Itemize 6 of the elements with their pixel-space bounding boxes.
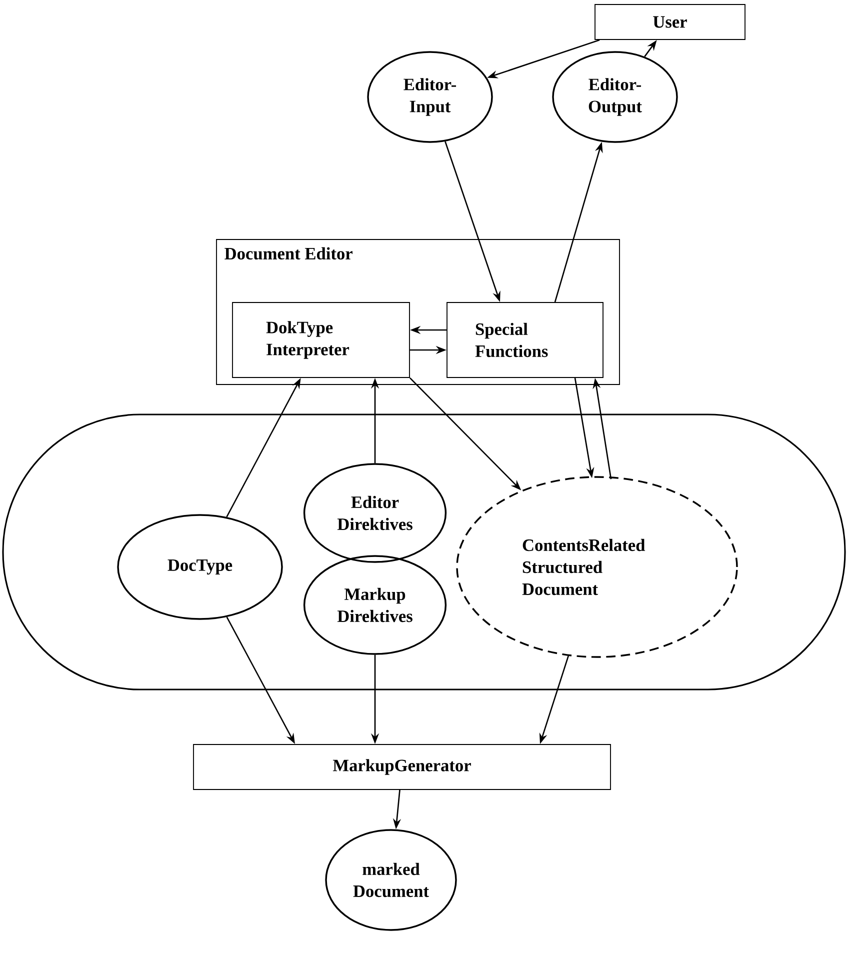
heading: Document Editor [224, 247, 352, 260]
process-box: User [594, 4, 746, 40]
process-box: Special Functions [446, 302, 604, 378]
process-box: MarkupGenerator [193, 744, 611, 790]
module-frame [216, 239, 620, 385]
process-box: DokType Interpreter [232, 302, 410, 378]
